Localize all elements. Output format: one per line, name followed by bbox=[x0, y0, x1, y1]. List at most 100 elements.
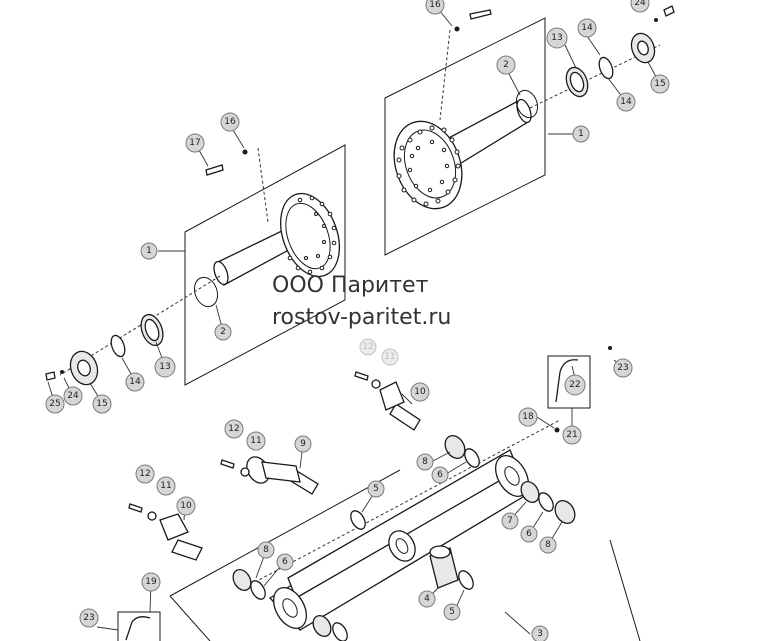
svg-text:8: 8 bbox=[545, 540, 551, 550]
svg-text:13: 13 bbox=[551, 33, 562, 43]
callout: 2 bbox=[214, 323, 232, 341]
svg-text:6: 6 bbox=[437, 470, 443, 480]
svg-text:11: 11 bbox=[160, 481, 171, 491]
grease-line-19 bbox=[117, 611, 161, 641]
svg-text:5: 5 bbox=[373, 484, 379, 494]
svg-text:7: 7 bbox=[507, 516, 513, 526]
callout: 10 bbox=[176, 496, 196, 516]
svg-text:23: 23 bbox=[83, 613, 94, 623]
frame-middle-left bbox=[184, 144, 346, 386]
svg-text:15: 15 bbox=[654, 79, 665, 89]
svg-text:8: 8 bbox=[422, 457, 428, 467]
svg-text:6: 6 bbox=[526, 529, 532, 539]
callout: 23 bbox=[613, 358, 633, 378]
callout: 1 bbox=[140, 242, 158, 260]
svg-text:3: 3 bbox=[537, 629, 543, 639]
callout: 23 bbox=[79, 608, 99, 628]
callout: 3 bbox=[531, 625, 549, 641]
svg-text:11: 11 bbox=[250, 436, 261, 446]
svg-text:24: 24 bbox=[67, 391, 79, 401]
svg-text:18: 18 bbox=[522, 412, 534, 422]
svg-text:12: 12 bbox=[139, 469, 150, 479]
callout: 15 bbox=[92, 394, 112, 414]
svg-text:10: 10 bbox=[414, 387, 426, 397]
svg-text:12: 12 bbox=[228, 424, 239, 434]
rings-right bbox=[520, 481, 576, 524]
callout: 24 bbox=[630, 0, 650, 13]
svg-text:9: 9 bbox=[300, 439, 306, 449]
arm-assembly bbox=[239, 419, 561, 631]
bushing-4 bbox=[429, 545, 459, 589]
callout: 12 bbox=[359, 338, 377, 356]
callout: 11 bbox=[381, 348, 399, 366]
callout: 8 bbox=[257, 541, 275, 559]
svg-text:19: 19 bbox=[145, 577, 157, 587]
frame-upper-right bbox=[384, 17, 546, 256]
svg-text:16: 16 bbox=[429, 0, 441, 10]
callout: 15 bbox=[650, 74, 670, 94]
callout: 18 bbox=[518, 407, 538, 427]
callout: 5 bbox=[367, 480, 385, 498]
svg-text:6: 6 bbox=[282, 557, 288, 567]
callout: 11 bbox=[156, 476, 176, 496]
svg-text:10: 10 bbox=[180, 501, 192, 511]
pin-9 bbox=[246, 456, 319, 495]
pin-10-upper bbox=[379, 381, 421, 431]
svg-text:14: 14 bbox=[620, 97, 632, 107]
svg-text:25: 25 bbox=[49, 399, 60, 409]
svg-text:5: 5 bbox=[449, 607, 455, 617]
callout: 25 bbox=[45, 394, 65, 414]
callout: 9 bbox=[294, 435, 312, 453]
callout: 8 bbox=[539, 536, 557, 554]
callout: 16 bbox=[220, 112, 240, 132]
callout: 8 bbox=[416, 453, 434, 471]
callout: 7 bbox=[501, 512, 519, 530]
svg-text:21: 21 bbox=[566, 430, 577, 440]
svg-text:14: 14 bbox=[129, 377, 141, 387]
svg-text:23: 23 bbox=[617, 363, 628, 373]
callout: 5 bbox=[443, 603, 461, 621]
callout: 24 bbox=[63, 386, 83, 406]
callout: 2 bbox=[496, 55, 516, 75]
pin-10-lower bbox=[159, 513, 203, 561]
callout: 14 bbox=[616, 92, 636, 112]
svg-text:2: 2 bbox=[220, 327, 226, 337]
svg-text:8: 8 bbox=[263, 545, 269, 555]
svg-text:22: 22 bbox=[569, 380, 580, 390]
svg-text:15: 15 bbox=[96, 399, 107, 409]
svg-text:4: 4 bbox=[424, 594, 430, 604]
callout: 12 bbox=[135, 464, 155, 484]
svg-text:1: 1 bbox=[146, 246, 152, 256]
svg-text:13: 13 bbox=[159, 362, 170, 372]
callout: 4 bbox=[418, 590, 436, 608]
frame-lower-arm bbox=[169, 469, 641, 641]
callout: 21 bbox=[562, 425, 582, 445]
callout: 10 bbox=[410, 382, 430, 402]
callout: 13 bbox=[546, 27, 568, 49]
svg-text:14: 14 bbox=[581, 23, 593, 33]
rings-left bbox=[232, 435, 480, 641]
svg-text:11: 11 bbox=[384, 352, 395, 362]
spindle-upper-right bbox=[393, 29, 661, 210]
small-fasteners bbox=[128, 371, 381, 521]
spindle-middle-left bbox=[45, 147, 340, 386]
svg-text:12: 12 bbox=[362, 342, 373, 352]
svg-text:2: 2 bbox=[503, 60, 509, 70]
callout: 12 bbox=[224, 419, 244, 439]
svg-text:24: 24 bbox=[634, 0, 646, 8]
callout: 6 bbox=[276, 553, 294, 571]
bolt-upper bbox=[454, 5, 675, 32]
callout: 17 bbox=[185, 133, 205, 153]
callout: 11 bbox=[246, 431, 266, 451]
callout: 22 bbox=[564, 374, 586, 396]
svg-text:17: 17 bbox=[189, 138, 200, 148]
callout: 6 bbox=[431, 466, 449, 484]
callout: 1 bbox=[572, 125, 590, 143]
svg-text:1: 1 bbox=[578, 129, 584, 139]
svg-text:16: 16 bbox=[224, 117, 236, 127]
callout: 6 bbox=[520, 525, 538, 543]
callout: 13 bbox=[154, 356, 176, 378]
callout: 19 bbox=[141, 572, 161, 592]
callout: 14 bbox=[577, 18, 597, 38]
